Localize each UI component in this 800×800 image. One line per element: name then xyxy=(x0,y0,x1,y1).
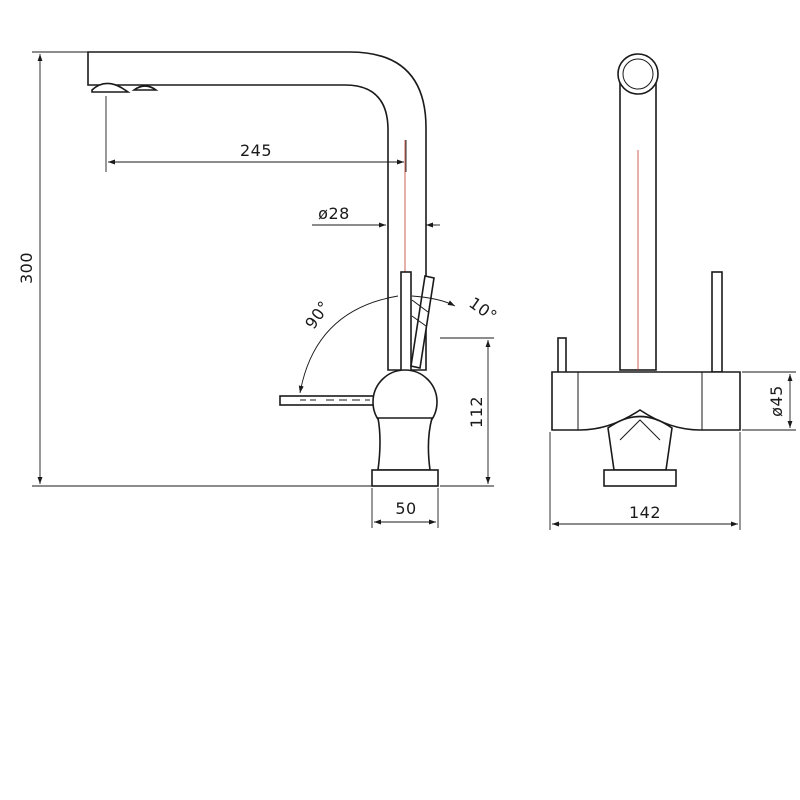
label-body-diameter: ø45 xyxy=(767,385,786,417)
side-view xyxy=(87,51,456,487)
spout-nozzle xyxy=(91,82,131,93)
front-neck-inner xyxy=(619,419,661,441)
lever-upright xyxy=(400,271,412,373)
label-spout-reach: 245 xyxy=(240,141,272,160)
base-plate xyxy=(371,469,439,487)
front-spout-top xyxy=(617,53,659,95)
label-lever-angle: 90° xyxy=(301,297,334,332)
front-base-plate xyxy=(603,469,677,487)
body-neck xyxy=(377,417,434,471)
label-base-width: 50 xyxy=(395,499,416,518)
lever-hatch xyxy=(411,315,427,327)
label-total-width: 142 xyxy=(629,503,661,522)
angle-arc-10 xyxy=(411,295,456,307)
front-spout-opening xyxy=(622,58,654,90)
lever-tilted xyxy=(410,275,435,369)
label-lever-tilt: 10° xyxy=(465,293,500,326)
lever-hatch xyxy=(411,299,429,313)
dimension-lines xyxy=(32,51,796,530)
angle-arc-90 xyxy=(298,295,399,394)
spout-nozzle-secondary xyxy=(131,85,159,91)
front-view xyxy=(551,53,741,487)
front-body xyxy=(551,371,741,431)
spout-tube xyxy=(87,51,427,371)
label-body-height: 112 xyxy=(467,396,486,428)
front-neck xyxy=(607,415,673,471)
front-right-lever xyxy=(711,271,723,373)
label-spout-diameter: ø28 xyxy=(318,204,350,223)
label-height-total: 300 xyxy=(17,252,36,284)
front-left-lever xyxy=(557,337,567,375)
